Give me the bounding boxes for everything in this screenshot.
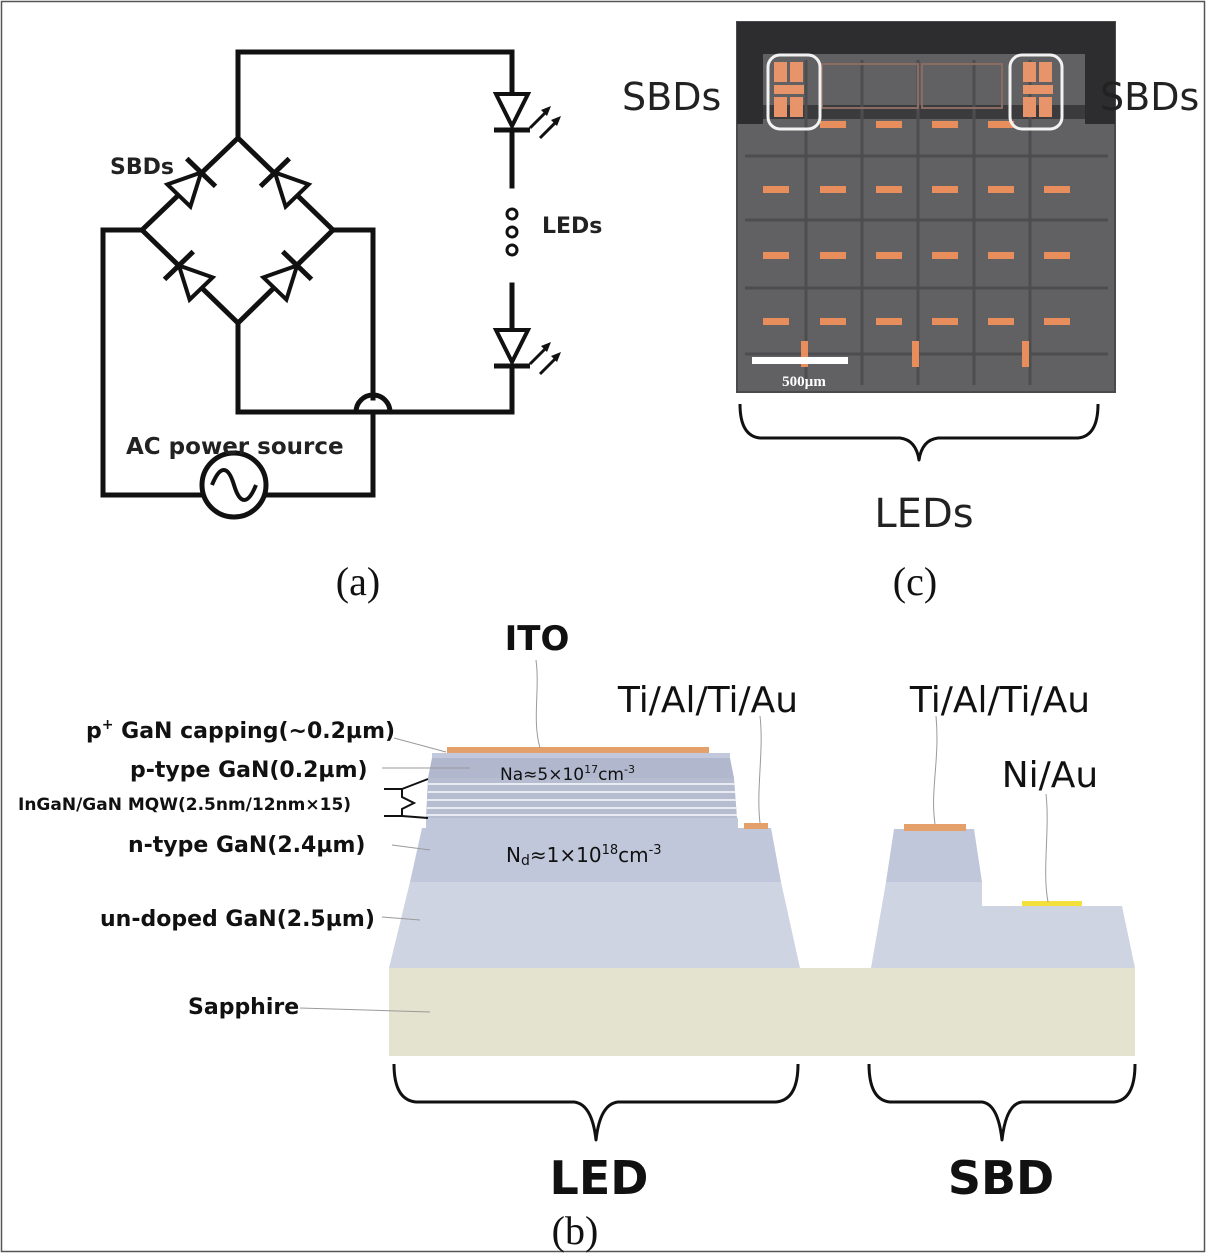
panel-c-label: (c): [893, 559, 937, 604]
na-label: Na≈5×1017cm-3: [500, 763, 635, 785]
chip-micrograph: 500µm SBDs SBDs LEDs (c): [622, 21, 1199, 604]
mqw-label: InGaN/GaN MQW(2.5nm/12nm×15): [18, 795, 351, 815]
cross-section: p+ GaN capping(~0.2µm) p-type GaN(0.2µm)…: [18, 619, 1137, 1253]
ito-label: ITO: [505, 619, 570, 659]
undoped-gan-led: [389, 882, 800, 968]
sbd-brace: [867, 1063, 1137, 1142]
sbds-label: SBDs: [110, 155, 174, 180]
undoped-label: un-doped GaN(2.5µm): [100, 907, 375, 932]
ito-electrode: [447, 747, 709, 753]
led-brace: [392, 1063, 800, 1142]
p-gan-layer: [428, 758, 734, 778]
leds-label: LEDs: [542, 214, 602, 239]
p-capping-label: p+ GaN capping(~0.2µm): [86, 717, 395, 744]
nd-label: Nd≈1×1018cm-3: [506, 843, 662, 869]
ac-source-icon: [199, 450, 269, 520]
n-gan-layer: [410, 828, 781, 882]
sbd-cluster-left: [766, 53, 822, 131]
ni-au-label: Ni/Au: [1002, 755, 1099, 796]
sbd-diode-icon: [258, 156, 313, 211]
ti-sbd-label: Ti/Al/Ti/Au: [909, 680, 1090, 721]
sbd-diode-icon: [259, 249, 314, 304]
ac-source-label: AC power source: [126, 434, 344, 460]
electrode-pads: [763, 121, 1070, 367]
mqw-bracket: [384, 788, 417, 817]
sbd-diode-icon: [163, 156, 218, 211]
circuit-diagram: SBDs LEDs AC power source (a): [100, 49, 602, 604]
scale-label: 500µm: [782, 374, 826, 390]
sbd-label: SBD: [948, 1151, 1054, 1205]
sapphire-layer: [389, 968, 1135, 1056]
chip-die: [736, 21, 1116, 393]
ti-led-label: Ti/Al/Ti/Au: [617, 680, 798, 721]
sbd-n-gan: [886, 829, 982, 882]
p-capping-layer: [432, 753, 730, 758]
scale-bar: [752, 357, 848, 364]
leds-brace: [738, 403, 1100, 462]
led-diode-icon: [492, 328, 561, 376]
sapphire-label: Sapphire: [188, 995, 299, 1020]
panel-a-label: (a): [336, 559, 380, 604]
sbds-label-left: SBDs: [622, 75, 721, 119]
panel-b-label: (b): [552, 1208, 599, 1253]
ti-contact-sbd: [904, 824, 966, 831]
p-type-label: p-type GaN(0.2µm): [130, 758, 368, 783]
ti-contact-led: [744, 823, 768, 829]
ellipsis-icon: [505, 207, 519, 257]
led-label: LED: [550, 1151, 649, 1205]
led-diode-icon: [492, 92, 561, 140]
ni-au-contact: [1022, 901, 1082, 906]
sbd-diode-icon: [162, 249, 217, 304]
leds-label-c: LEDs: [874, 491, 973, 537]
sbd-cluster-right: [1008, 53, 1064, 131]
sbd-undoped-gan: [871, 882, 1135, 968]
sbds-label-right: SBDs: [1100, 75, 1199, 119]
n-type-label: n-type GaN(2.4µm): [128, 833, 366, 858]
leader-lines: [299, 659, 1049, 1013]
